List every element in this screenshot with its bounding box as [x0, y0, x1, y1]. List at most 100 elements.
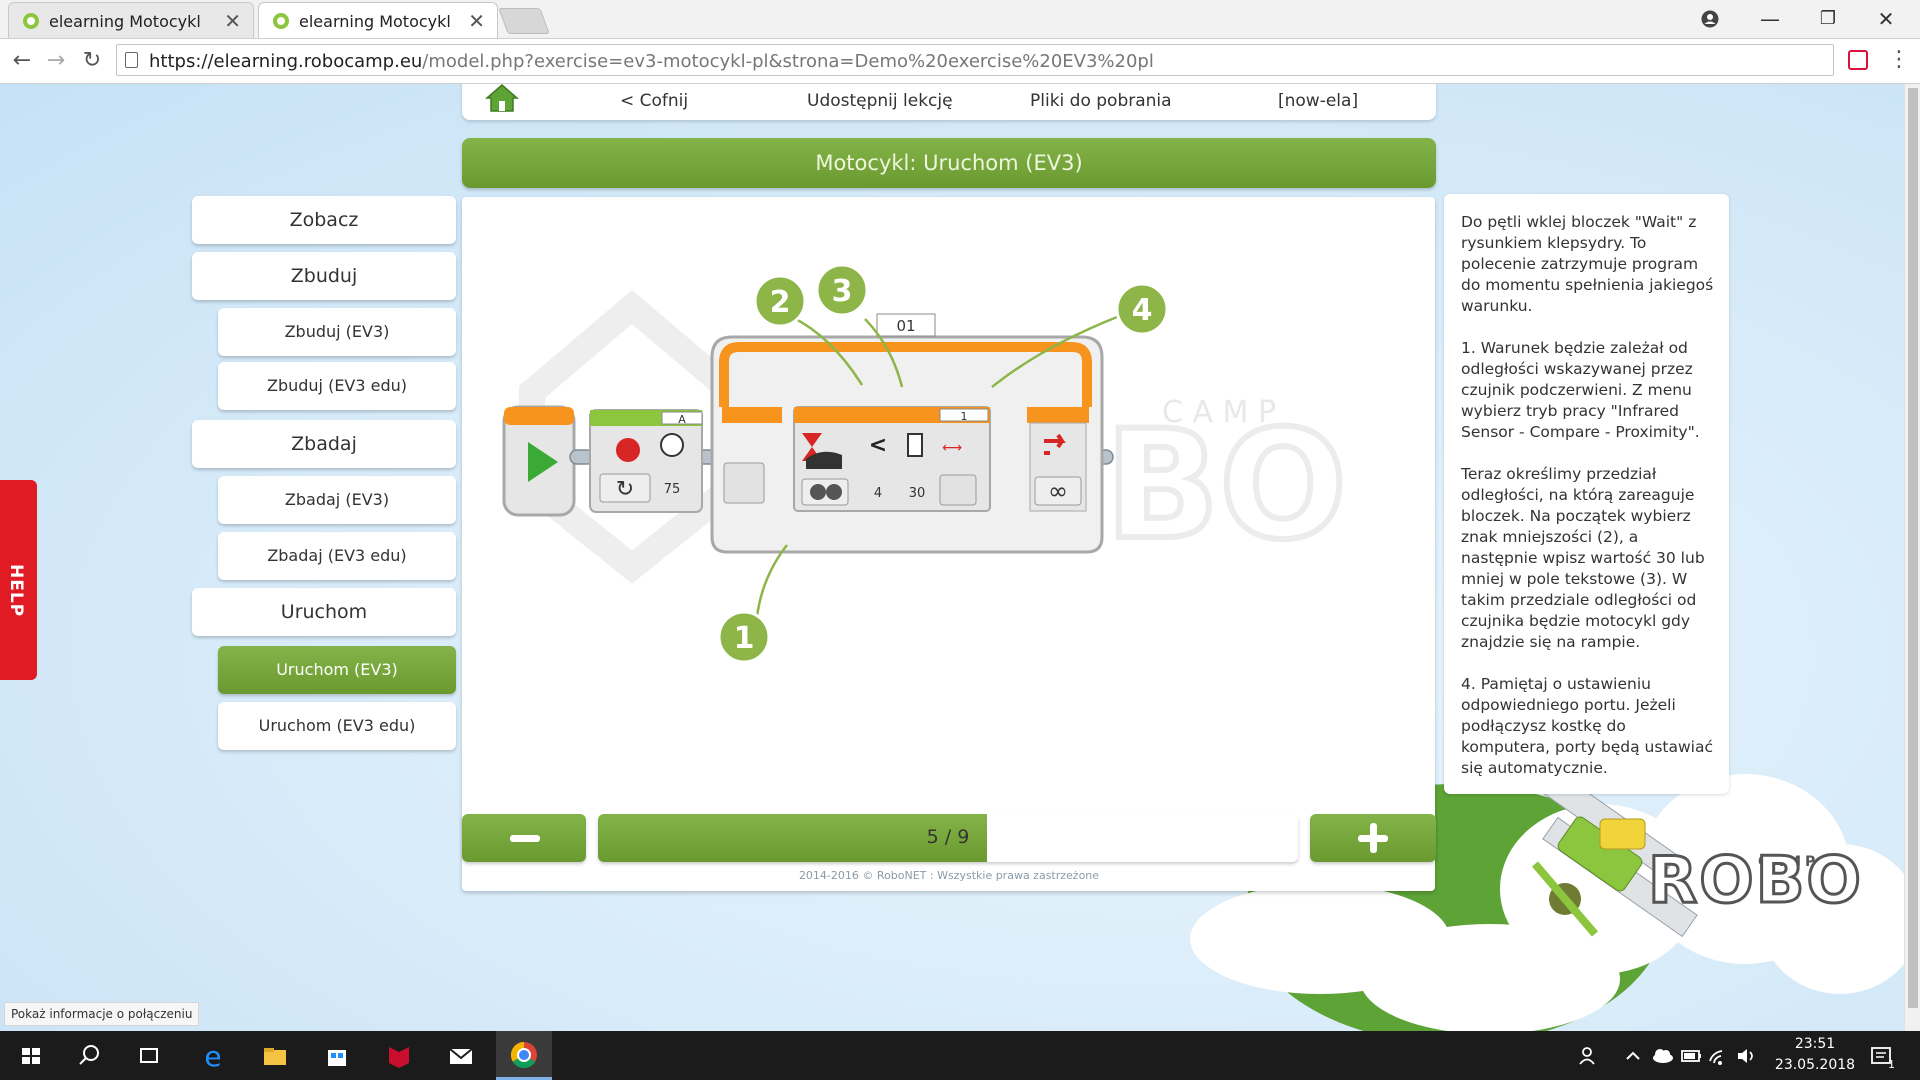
- back-arrow-icon[interactable]: ←: [12, 48, 32, 73]
- threshold-value[interactable]: 30: [909, 486, 926, 501]
- page-info-icon[interactable]: [125, 52, 138, 68]
- browser-menu-icon[interactable]: ⋮: [1888, 47, 1910, 72]
- edge-browser-icon[interactable]: e: [196, 1039, 230, 1073]
- motor-block: A ↻ 75: [589, 409, 703, 513]
- sidebar-item-zbadaj-ev3[interactable]: Zbadaj (EV3): [218, 476, 456, 524]
- next-step-button[interactable]: [1310, 814, 1436, 862]
- sidebar-item-zobacz[interactable]: Zobacz: [192, 196, 456, 244]
- background-cloud: [1360, 924, 1620, 1031]
- reload-icon[interactable]: ↻: [82, 48, 102, 73]
- back-link[interactable]: < Cofnij: [620, 91, 689, 111]
- page-scrollbar[interactable]: [1904, 84, 1920, 1031]
- search-icon[interactable]: [72, 1039, 106, 1073]
- minimize-window-icon[interactable]: —: [1760, 7, 1780, 31]
- close-window-icon[interactable]: ✕: [1877, 7, 1895, 31]
- start-block: [502, 405, 576, 517]
- compare-operator[interactable]: <: [869, 433, 887, 458]
- chrome-icon: [510, 1041, 537, 1069]
- notification-count: 1: [1888, 1058, 1895, 1071]
- top-navigation: < Cofnij Udostępnij lekcję Pliki do pobr…: [462, 84, 1436, 120]
- background-cloud: [1760, 844, 1904, 994]
- callout-arrows: [755, 315, 1118, 618]
- action-center-icon[interactable]: [1864, 1039, 1898, 1073]
- step-progress-fill: [598, 814, 987, 862]
- page-title: Motocykl: Uruchom (EV3): [815, 151, 1083, 175]
- watermark-small-text: C A M P: [1162, 395, 1276, 430]
- robocamp-logo-text: ROBO: [1647, 843, 1863, 920]
- windows-taskbar: e 23:51 23.05.2018 1: [0, 1031, 1920, 1080]
- extension-shield-icon[interactable]: [1848, 50, 1868, 70]
- mail-icon[interactable]: [444, 1039, 478, 1073]
- tab-close-icon[interactable]: ✕: [224, 9, 241, 33]
- volume-icon[interactable]: [1730, 1039, 1764, 1073]
- ev3-program-diagram: ROBO C A M P A: [502, 263, 1350, 664]
- sidebar-item-zbuduj[interactable]: Zbuduj: [192, 252, 456, 300]
- downloads-link[interactable]: Pliki do pobrania: [1030, 91, 1172, 111]
- chevron-up-icon[interactable]: [1616, 1039, 1650, 1073]
- callout-2: 2: [770, 285, 791, 320]
- new-tab-button[interactable]: [498, 8, 550, 34]
- loop-infinite-icon: ∞: [1048, 477, 1068, 505]
- robocamp-logo-small-text: CAMP: [1758, 854, 1820, 870]
- step-progress-bar: 5 / 9: [598, 814, 1298, 862]
- distance-icon: ⟷: [942, 440, 962, 456]
- rotate-icon: ↻: [616, 477, 634, 502]
- compare-mode-value[interactable]: 4: [874, 486, 882, 501]
- sidebar-item-zbadaj-ev3-edu[interactable]: Zbadaj (EV3 edu): [218, 532, 456, 580]
- windows-start-icon[interactable]: [14, 1039, 48, 1073]
- wifi-icon[interactable]: [1702, 1039, 1736, 1073]
- proximity-icon: [907, 433, 923, 457]
- robocamp-favicon-icon: [273, 13, 289, 29]
- wait-port-label: 1: [961, 410, 968, 423]
- sidebar-item-zbadaj[interactable]: Zbadaj: [192, 420, 456, 468]
- help-label: HELP: [6, 564, 26, 618]
- lesson-header: Motocykl: Uruchom (EV3): [462, 138, 1436, 188]
- sidebar-item-zbuduj-ev3-edu[interactable]: Zbuduj (EV3 edu): [218, 362, 456, 410]
- page-viewport: CAMP ROBO < Cofnij Udostępnij lekcję Pli…: [0, 84, 1904, 1031]
- scrollbar-thumb[interactable]: [1908, 88, 1918, 1008]
- help-tab[interactable]: HELP: [0, 480, 37, 680]
- mcafee-icon[interactable]: [382, 1039, 416, 1073]
- browser-toolbar: ← → ↻ https://elearning.robocamp.eu/mode…: [0, 39, 1920, 84]
- battery-icon[interactable]: [1674, 1039, 1708, 1073]
- tab-close-icon[interactable]: ✕: [468, 9, 485, 33]
- wait-block: 1 < ⟷ 4 30: [793, 406, 991, 512]
- footer-copyright: 2014-2016 © RoboNET : Wszystkie prawa za…: [798, 869, 1100, 882]
- user-link[interactable]: [now-ela]: [1278, 91, 1359, 111]
- url-text: https://elearning.robocamp.eu/model.php?…: [149, 51, 1154, 72]
- svg-text:e: e: [204, 1040, 221, 1073]
- motor-icon: [616, 438, 640, 462]
- file-explorer-icon[interactable]: [258, 1039, 292, 1073]
- instructions-panel: Do pętli wklej bloczek "Wait" z rysunkie…: [1444, 194, 1729, 794]
- play-icon: [528, 442, 558, 482]
- callout-1: 1: [734, 621, 755, 656]
- speedometer-icon: [660, 433, 684, 457]
- clock-time[interactable]: 23:51: [1794, 1036, 1836, 1052]
- maximize-window-icon[interactable]: ❐: [1819, 8, 1837, 29]
- sidebar-item-uruchom[interactable]: Uruchom: [192, 588, 456, 636]
- clock-date[interactable]: 23.05.2018: [1774, 1057, 1856, 1073]
- previous-step-button[interactable]: [462, 814, 586, 862]
- home-icon[interactable]: [484, 84, 520, 113]
- chrome-taskbar-button[interactable]: [496, 1031, 552, 1080]
- motor-power-value: 75: [664, 482, 681, 497]
- lego-plane-icon: [1522, 794, 1698, 938]
- browser-tab-bar: elearning Motocykl ✕ elearning Motocykl …: [0, 0, 1920, 39]
- sidebar-item-uruchom-ev3[interactable]: Uruchom (EV3): [218, 646, 456, 694]
- browser-tab-2[interactable]: elearning Motocykl ✕: [258, 2, 498, 38]
- store-icon[interactable]: [320, 1039, 354, 1073]
- url-bar[interactable]: https://elearning.robocamp.eu/model.php?…: [116, 44, 1834, 76]
- share-lesson-link[interactable]: Udostępnij lekcję: [807, 91, 953, 111]
- ir-sensor-icon: [806, 451, 842, 469]
- forward-arrow-icon[interactable]: →: [46, 48, 66, 73]
- onedrive-cloud-icon[interactable]: [1646, 1039, 1680, 1073]
- step-counter: 5 / 9: [926, 826, 970, 848]
- sidebar-item-uruchom-ev3-edu[interactable]: Uruchom (EV3 edu): [218, 702, 456, 750]
- sidebar-item-zbuduj-ev3[interactable]: Zbuduj (EV3): [218, 308, 456, 356]
- task-view-icon[interactable]: [132, 1039, 166, 1073]
- people-icon[interactable]: [1572, 1039, 1606, 1073]
- instructions-text: Do pętli wklej bloczek "Wait" z rysunkie…: [1461, 213, 1714, 777]
- account-icon[interactable]: [1690, 4, 1730, 34]
- lesson-content: ROBO C A M P A: [462, 197, 1435, 891]
- browser-tab-1[interactable]: elearning Motocykl ✕: [8, 2, 254, 38]
